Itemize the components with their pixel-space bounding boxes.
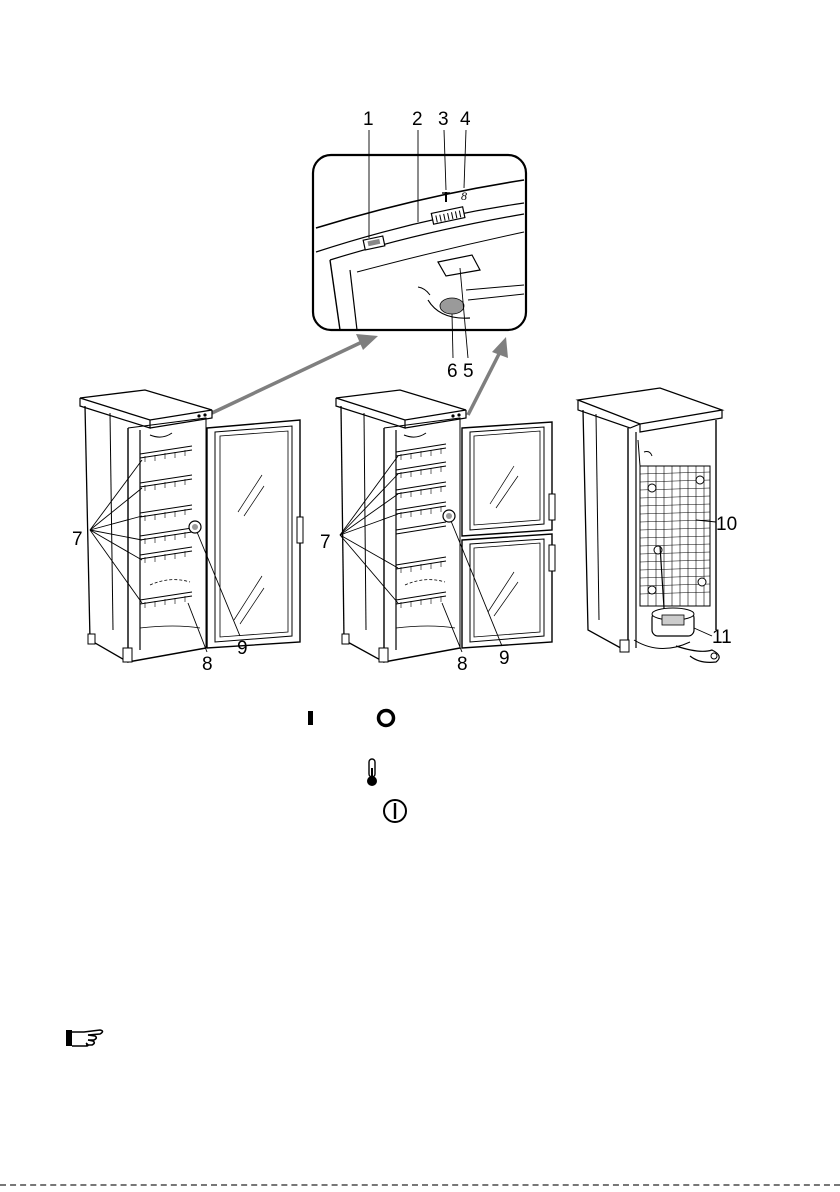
callout-8-middle: 8 xyxy=(457,654,468,675)
callout-2: 2 xyxy=(412,109,423,130)
callout-9-middle: 9 xyxy=(499,648,510,669)
condenser-coil xyxy=(638,440,710,634)
callout-10: 10 xyxy=(716,514,737,535)
thermometer-icon xyxy=(367,759,377,786)
callout-6: 6 xyxy=(447,361,458,382)
callout-8-left: 8 xyxy=(202,654,213,675)
callout-1: 1 xyxy=(363,109,374,130)
power-off-circle-icon xyxy=(379,711,394,726)
control-panel-detail: 8 xyxy=(313,155,526,330)
appliance-single-door xyxy=(80,390,303,662)
leader-lines-7-middle xyxy=(340,456,398,603)
callout-4: 4 xyxy=(460,109,471,130)
appliance-two-door xyxy=(336,390,555,662)
power-symbol-icon xyxy=(384,800,406,822)
callout-3: 3 xyxy=(438,109,449,130)
shelves-middle xyxy=(396,444,455,628)
pointing-hand-icon xyxy=(66,1030,103,1046)
callout-5: 5 xyxy=(463,361,474,382)
compressor xyxy=(634,608,719,662)
callout-9-left: 9 xyxy=(237,638,248,659)
leader-lines-7-left xyxy=(90,460,142,603)
shelves-left xyxy=(140,446,200,628)
callout-7-middle: 7 xyxy=(320,532,331,553)
callout-11: 11 xyxy=(712,627,732,648)
arrow-to-detail-2 xyxy=(468,337,508,415)
callout-7-left: 7 xyxy=(72,529,83,550)
power-on-bar-icon xyxy=(308,711,313,725)
appliance-rear-view xyxy=(578,388,722,662)
symbol-4-icon: 8 xyxy=(461,189,467,203)
page-bottom-rule xyxy=(0,1184,840,1186)
